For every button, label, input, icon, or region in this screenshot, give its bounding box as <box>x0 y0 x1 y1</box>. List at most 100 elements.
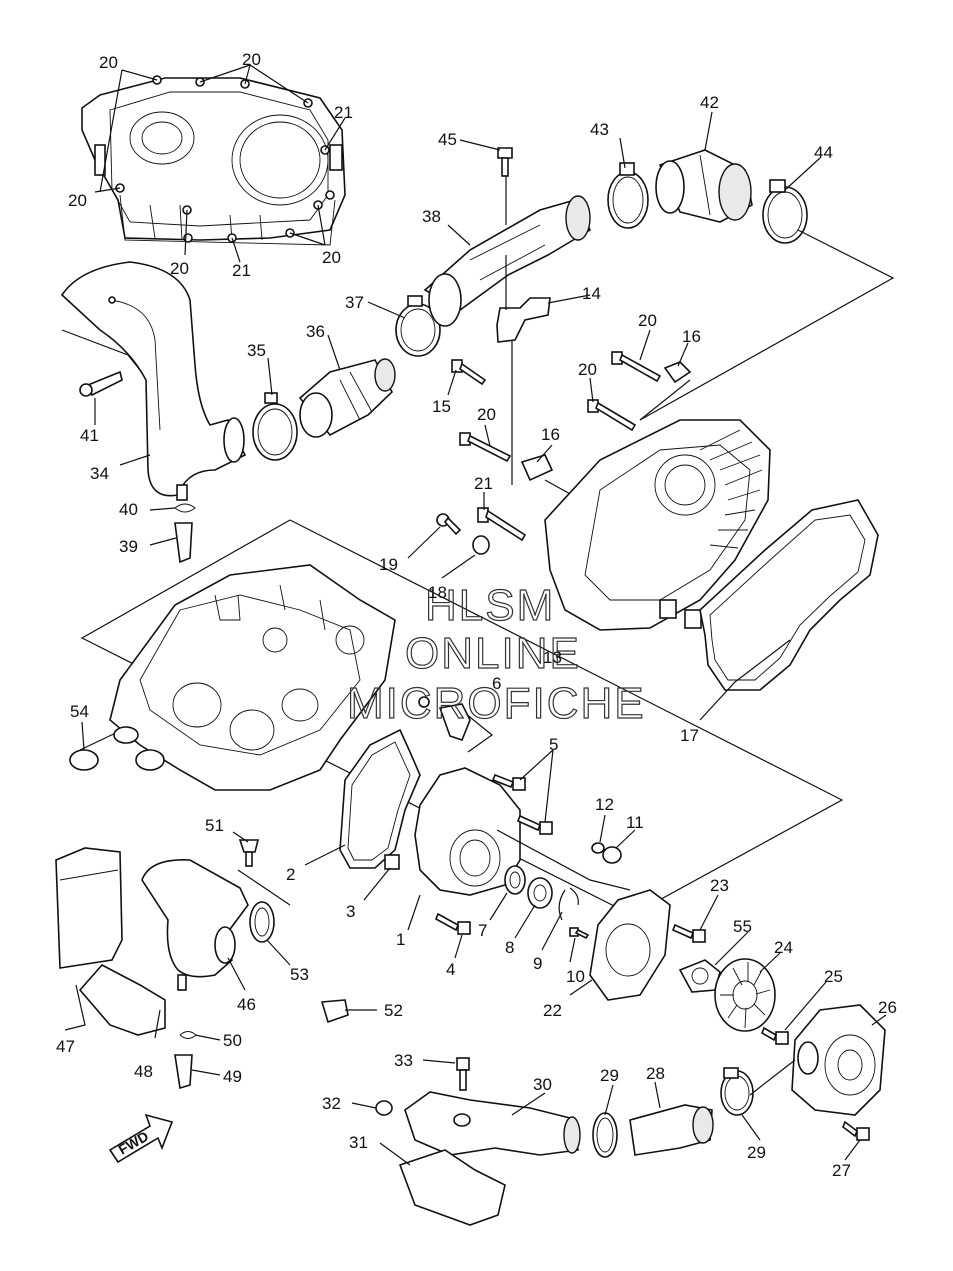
callout-37: 37 <box>345 293 364 312</box>
fan-24 <box>714 958 776 1032</box>
callout-31: 31 <box>349 1133 368 1152</box>
bolt-4 <box>434 912 471 935</box>
callout-54: 54 <box>70 702 89 721</box>
hose-28 <box>629 1104 714 1156</box>
callout-5: 5 <box>549 735 558 754</box>
callout-49: 49 <box>223 1067 242 1086</box>
callout-51: 51 <box>205 816 224 835</box>
callout-44: 44 <box>814 143 833 162</box>
bolt-5-b <box>516 814 553 835</box>
boot-53 <box>249 901 275 943</box>
watermark: HLSM ONLINE MICROFICHE <box>346 580 646 728</box>
bolt-20-b <box>587 399 637 432</box>
callout-20: 20 <box>68 191 87 210</box>
callout-55: 55 <box>733 917 752 936</box>
callout-21: 21 <box>232 261 251 280</box>
callout-20: 20 <box>477 405 496 424</box>
callout-47: 47 <box>56 1037 75 1056</box>
clamp-35 <box>252 392 298 461</box>
gasket-17 <box>699 499 879 691</box>
clip-16-b <box>520 454 554 482</box>
callout-20: 20 <box>638 311 657 330</box>
duct-46 <box>141 859 249 978</box>
callout-38: 38 <box>422 207 441 226</box>
plug-11 <box>602 846 622 864</box>
bearing-8 <box>527 877 553 909</box>
callout-42: 42 <box>700 93 719 112</box>
callout-11: 11 <box>626 813 644 832</box>
seal-7 <box>504 865 526 895</box>
callout-20: 20 <box>322 248 341 267</box>
damper-32 <box>375 1100 393 1116</box>
callout-3: 3 <box>346 902 355 921</box>
clamp-29-b <box>720 1067 754 1116</box>
plate-47 <box>55 847 123 969</box>
callout-labels: 20 20 21 20 20 21 20 45 43 42 44 38 37 1… <box>56 50 897 1180</box>
clip-40 <box>174 503 196 513</box>
watermark-line1: HLSM <box>425 581 555 630</box>
cover-22 <box>589 889 671 1001</box>
cover-1 <box>384 767 521 896</box>
callout-32: 32 <box>322 1094 341 1113</box>
o-ring-12 <box>591 842 605 854</box>
callout-50: 50 <box>223 1031 242 1050</box>
gasket-2 <box>339 728 421 869</box>
callout-12: 12 <box>595 795 614 814</box>
callout-2: 2 <box>286 865 295 884</box>
callout-9: 9 <box>533 954 542 973</box>
part-6 <box>418 696 471 741</box>
callout-4: 4 <box>446 960 455 979</box>
callout-26: 26 <box>878 998 897 1017</box>
callout-17: 17 <box>680 726 699 745</box>
callout-10: 10 <box>566 967 585 986</box>
callout-22: 22 <box>543 1001 562 1020</box>
clip-50 <box>179 1031 197 1039</box>
callout-6: 6 <box>492 674 501 693</box>
callout-13: 13 <box>543 648 562 667</box>
callout-23: 23 <box>710 876 729 895</box>
plate-31 <box>398 1149 506 1226</box>
callout-40: 40 <box>119 500 138 519</box>
callout-33: 33 <box>394 1051 413 1070</box>
callout-20: 20 <box>242 50 261 69</box>
bolt-15 <box>451 359 487 386</box>
nozzle-46 <box>177 974 187 991</box>
housing-26 <box>791 1004 886 1116</box>
bracket-14 <box>496 297 551 343</box>
clip-52 <box>320 999 349 1024</box>
hose-clamp-54 <box>69 749 99 771</box>
callout-16: 16 <box>682 327 701 346</box>
bolt-20-a <box>611 351 662 383</box>
callout-35: 35 <box>247 341 266 360</box>
cap-49 <box>174 1054 193 1090</box>
callout-48: 48 <box>134 1062 153 1081</box>
callout-27: 27 <box>832 1161 851 1180</box>
joint-36 <box>298 358 396 438</box>
callout-14: 14 <box>582 284 601 303</box>
callout-7: 7 <box>478 921 487 940</box>
callout-19: 19 <box>379 555 398 574</box>
bolt-33 <box>456 1057 470 1091</box>
screw-10 <box>569 927 590 940</box>
callout-20: 20 <box>170 259 189 278</box>
screw-51 <box>238 839 260 867</box>
callout-25: 25 <box>824 967 843 986</box>
callout-24: 24 <box>774 938 793 957</box>
callout-1: 1 <box>396 930 405 949</box>
joint-42 <box>655 149 753 223</box>
callout-20: 20 <box>99 53 118 72</box>
callout-29: 29 <box>747 1143 766 1162</box>
hub-55 <box>678 959 721 993</box>
bolt-25 <box>761 1026 789 1045</box>
circlip-9 <box>558 887 579 921</box>
callout-16: 16 <box>541 425 560 444</box>
bolt-45 <box>497 147 513 177</box>
crankcase-cover-13 <box>544 419 771 631</box>
fwd-arrow: FWD <box>108 1113 174 1164</box>
bolt-21 <box>477 507 527 542</box>
watermark-line3: MICROFICHE <box>347 679 646 728</box>
callout-15: 15 <box>432 397 451 416</box>
callout-36: 36 <box>306 322 325 341</box>
screw-19 <box>436 513 462 536</box>
